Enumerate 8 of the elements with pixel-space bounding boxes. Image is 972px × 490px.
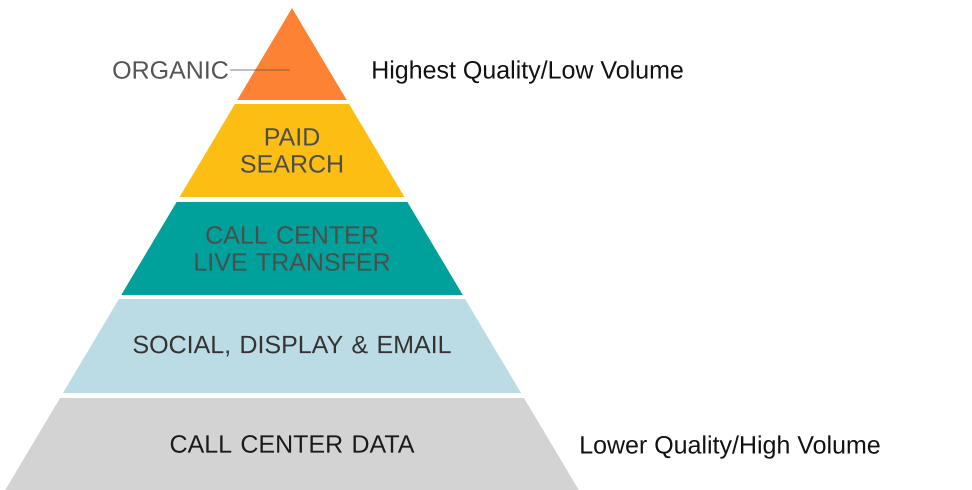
side-note: Lower Quality/High Volume <box>581 435 880 459</box>
pyramid-tip <box>237 8 347 100</box>
pyramid-band: PAID SEARCH <box>180 104 404 197</box>
callout-text: ORGANIC <box>113 61 228 79</box>
pyramid-band: CALL CENTER DATA <box>5 398 579 490</box>
pyramid-band: SOCIAL, DISPLAY & EMAIL <box>62 299 522 393</box>
side-note: Highest Quality/Low Volume <box>373 60 683 84</box>
pyramid-band: CALL CENTER LIVE TRANSFER <box>121 202 463 295</box>
